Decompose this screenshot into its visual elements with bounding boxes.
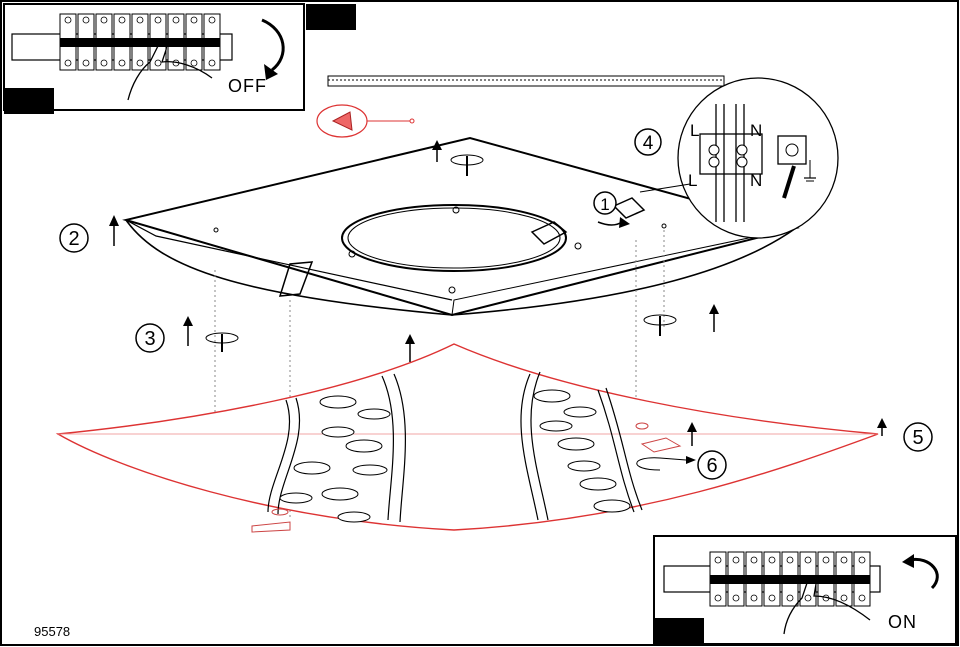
hand-illustration-d: [783, 575, 871, 635]
step-3-label: 3: [144, 328, 155, 350]
panel-b-switch-off: OFF B A: [3, 3, 356, 114]
dowel-icon: [316, 104, 415, 138]
panel-d-tab: [654, 618, 704, 645]
rotate-arrow-on: [909, 557, 939, 590]
on-label: ON: [888, 612, 917, 632]
step-4-label: 4: [643, 133, 654, 154]
wire-n-bottom: N: [750, 171, 762, 190]
wire-l-top: L: [690, 121, 699, 140]
rotate-arrow-off: [261, 18, 285, 72]
panel-b-tab: [306, 4, 356, 30]
wire-n-top: N: [750, 121, 762, 140]
screw-icon-top: [432, 140, 484, 176]
wiring-detail-circle: L N L N 4: [634, 77, 839, 239]
step-1-label: 1: [600, 195, 609, 214]
step-3-marker: 3: [135, 316, 239, 353]
step-5-marker: 5: [877, 418, 933, 452]
panel-a-tab: [4, 88, 54, 114]
step-6-label: 6: [706, 455, 717, 477]
panel-b-letter: B: [323, 4, 339, 29]
bracket-part-left: [251, 508, 291, 533]
ceiling-hatch: [327, 75, 725, 87]
hand-illustration-b: [127, 41, 213, 101]
screw-icon-right: [643, 304, 719, 336]
wire-l-bottom: L: [688, 171, 697, 190]
step-5-label: 5: [912, 427, 923, 449]
step-2-marker: 2: [59, 215, 119, 253]
glass-diffuser: [55, 343, 879, 531]
step-2-label: 2: [68, 228, 79, 250]
step-6-marker: 6: [636, 422, 727, 480]
panel-d-letter: D: [671, 620, 687, 645]
step-1-marker: 1: [593, 191, 630, 228]
panel-d-switch-on: ON D: [653, 535, 957, 645]
off-label: OFF: [228, 76, 267, 96]
bracket-part-right: [635, 422, 682, 453]
article-number: 95578: [34, 624, 70, 639]
panel-a-letter: A: [21, 89, 37, 114]
